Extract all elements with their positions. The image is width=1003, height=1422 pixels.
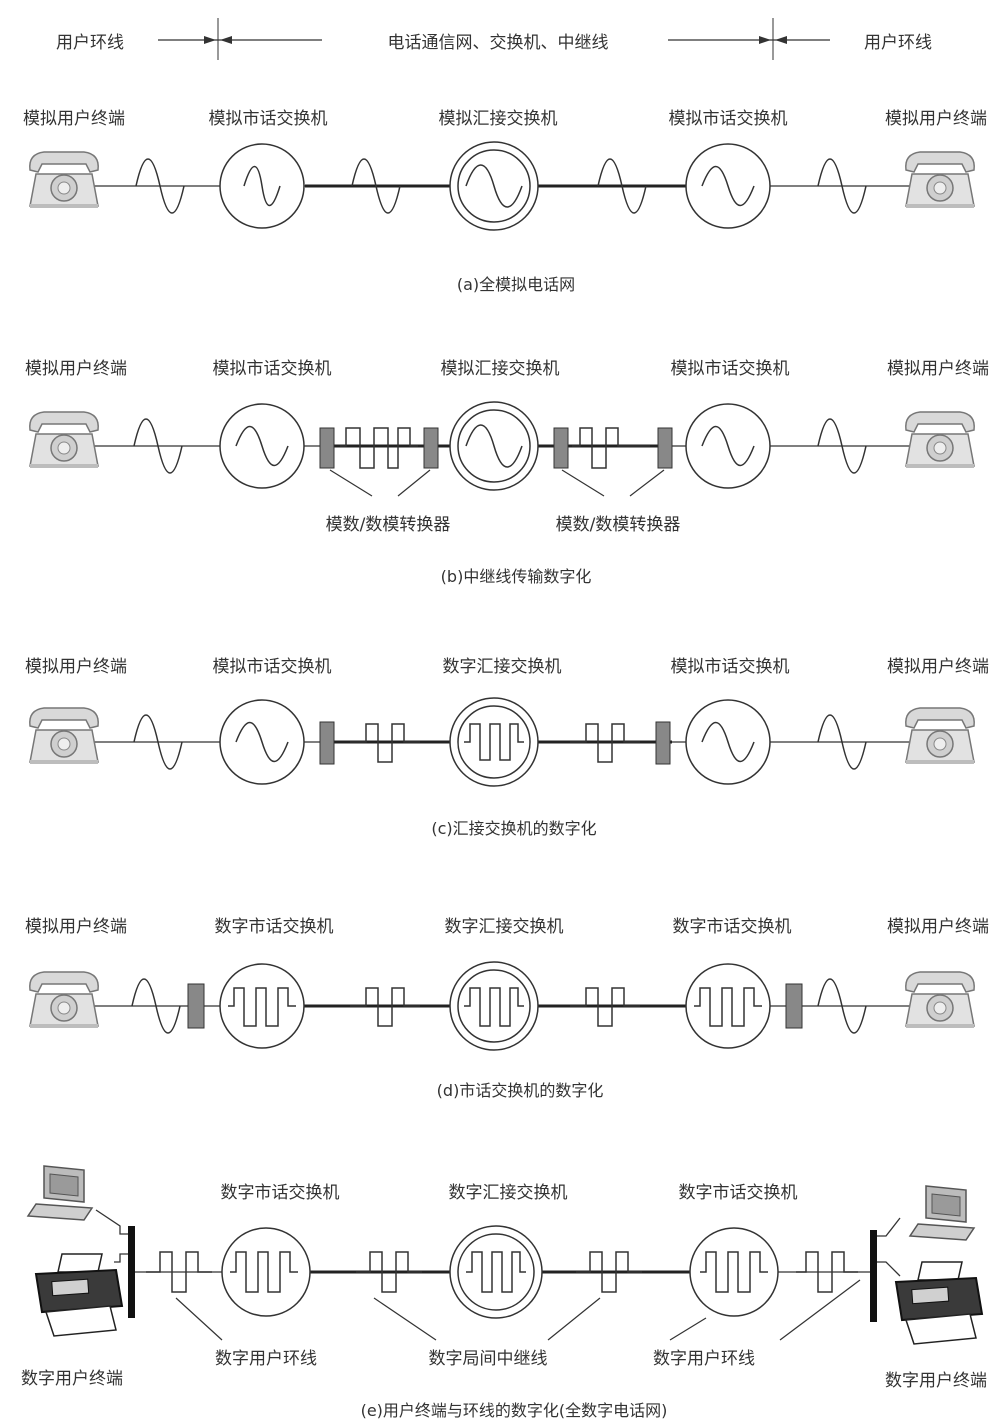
analog-wave-icon [133,418,183,474]
analog-wave-icon [817,978,867,1034]
ad-converter-icon [319,721,335,765]
panel-c-caption: (c)汇接交换机的数字化 [431,819,596,838]
phone-icon [29,151,99,209]
digital-pulse-icon [356,1251,422,1293]
panel-c-label-switch-left: 模拟市话交换机 [213,657,332,677]
phone-icon [905,151,975,209]
digital-pulse-icon [572,427,650,469]
panel-d-label-terminal-left: 模拟用户终端 [25,917,127,937]
analog-wave-icon [817,418,867,474]
digital-pulse-icon [576,1251,642,1293]
panel-b-label-terminal-left: 模拟用户终端 [25,359,127,379]
analog-wave-icon [817,158,867,214]
panel-b-caption: (b)中继线传输数字化 [441,567,592,586]
digital-local-switch-icon [689,1227,779,1317]
panel-e-label-switch-left: 数字市话交换机 [221,1183,340,1203]
phone-icon [29,971,99,1029]
digital-pulse-icon [340,427,418,469]
panel-e: 数字市话交换机 数字汇接交换机 数字市话交换机 数字用户终端 数字用户环线 数字 [21,1165,987,1420]
converter-label-right: 模数/数模转换器 [556,515,681,535]
panel-e-bottom-loop-left: 数字用户环线 [215,1349,317,1369]
panel-e-bottom-terminal-left: 数字用户终端 [21,1369,123,1389]
digital-local-switch-icon [685,963,771,1049]
phone-icon [905,707,975,765]
ad-converter-icon [423,427,439,469]
panel-e-bottom-terminal-right: 数字用户终端 [885,1371,987,1391]
panel-d-label-switch-right: 数字市话交换机 [673,917,792,937]
panel-d-caption: (d)市话交换机的数字化 [437,1081,604,1100]
digital-pulse-icon [146,1251,212,1293]
panel-c-label-switch-right: 模拟市话交换机 [671,657,790,677]
header: 用户环线 电话通信网、交换机、中继线 用户环线 [56,18,932,60]
panel-b-label-tandem: 模拟汇接交换机 [441,359,560,379]
digital-pulse-icon [796,1251,858,1293]
panel-a-label-switch-left: 模拟市话交换机 [209,109,328,129]
ad-converter-icon [785,983,803,1029]
panel-c-label-terminal-right: 模拟用户终端 [887,657,989,677]
panel-c-label-tandem: 数字汇接交换机 [443,657,562,677]
analog-wave-icon [133,714,183,770]
panel-a-label-terminal-left: 模拟用户终端 [23,109,125,129]
header-left-label: 用户环线 [56,33,124,53]
panel-e-bottom-trunk: 数字局间中继线 [429,1349,548,1369]
terminal-bus-bar-left [128,1226,135,1318]
panel-d-label-tandem: 数字汇接交换机 [445,917,564,937]
phone-icon [29,411,99,469]
analog-wave-icon [351,158,401,214]
analog-wave-icon [597,158,647,214]
panel-d-label-switch-left: 数字市话交换机 [215,917,334,937]
fax-machine-icon [35,1253,123,1337]
analog-wave-icon [817,714,867,770]
panel-b: 模拟用户终端 模拟市话交换机 模拟汇接交换机 模拟市话交换机 模拟用户终端 模数… [25,359,989,586]
analog-wave-icon [135,158,185,214]
digital-pulse-icon [350,723,420,763]
computer-icon [27,1165,93,1221]
header-center-label: 电话通信网、交换机、中继线 [388,33,609,53]
panel-b-label-terminal-right: 模拟用户终端 [887,359,989,379]
ad-converter-icon [553,427,569,469]
computer-icon [909,1185,975,1241]
panel-a: 模拟用户终端 模拟市话交换机 模拟汇接交换机 模拟市话交换机 模拟用户终端 (a… [23,109,987,294]
panel-a-label-tandem: 模拟汇接交换机 [439,109,558,129]
ad-converter-icon [657,427,673,469]
digital-pulse-icon [570,987,640,1027]
terminal-bus-bar-right [870,1230,877,1322]
converter-label-left: 模数/数模转换器 [326,515,451,535]
ad-converter-icon [655,721,671,765]
analog-wave-icon [131,978,181,1034]
panel-a-label-terminal-right: 模拟用户终端 [885,109,987,129]
panel-c-label-terminal-left: 模拟用户终端 [25,657,127,677]
digital-tandem-switch-icon [449,961,539,1051]
ad-converter-icon [319,427,335,469]
digital-pulse-icon [350,987,420,1027]
ad-converter-icon [187,983,205,1029]
digital-tandem-switch-icon [449,697,539,787]
phone-icon [905,411,975,469]
fax-machine-icon [895,1261,983,1345]
digital-local-switch-icon [221,1227,311,1317]
header-right-label: 用户环线 [864,33,932,53]
panel-a-caption: (a)全模拟电话网 [457,275,575,294]
panel-d-label-terminal-right: 模拟用户终端 [887,917,989,937]
panel-e-label-switch-right: 数字市话交换机 [679,1183,798,1203]
phone-icon [905,971,975,1029]
digital-pulse-icon [570,723,640,763]
panel-d: 模拟用户终端 数字市话交换机 数字汇接交换机 数字市话交换机 模拟用户终端 (d… [25,917,989,1100]
panel-e-caption: (e)用户终端与环线的数字化(全数字电话网) [361,1401,668,1420]
panel-e-bottom-loop-right: 数字用户环线 [653,1349,755,1369]
panel-e-label-tandem: 数字汇接交换机 [449,1183,568,1203]
digital-local-switch-icon [219,963,305,1049]
panel-c: 模拟用户终端 模拟市话交换机 数字汇接交换机 模拟市话交换机 模拟用户终端 (c… [25,657,989,838]
digital-tandem-switch-icon [449,1225,543,1319]
panel-b-label-switch-right: 模拟市话交换机 [671,359,790,379]
phone-icon [29,707,99,765]
panel-b-label-switch-left: 模拟市话交换机 [213,359,332,379]
panel-a-label-switch-right: 模拟市话交换机 [669,109,788,129]
